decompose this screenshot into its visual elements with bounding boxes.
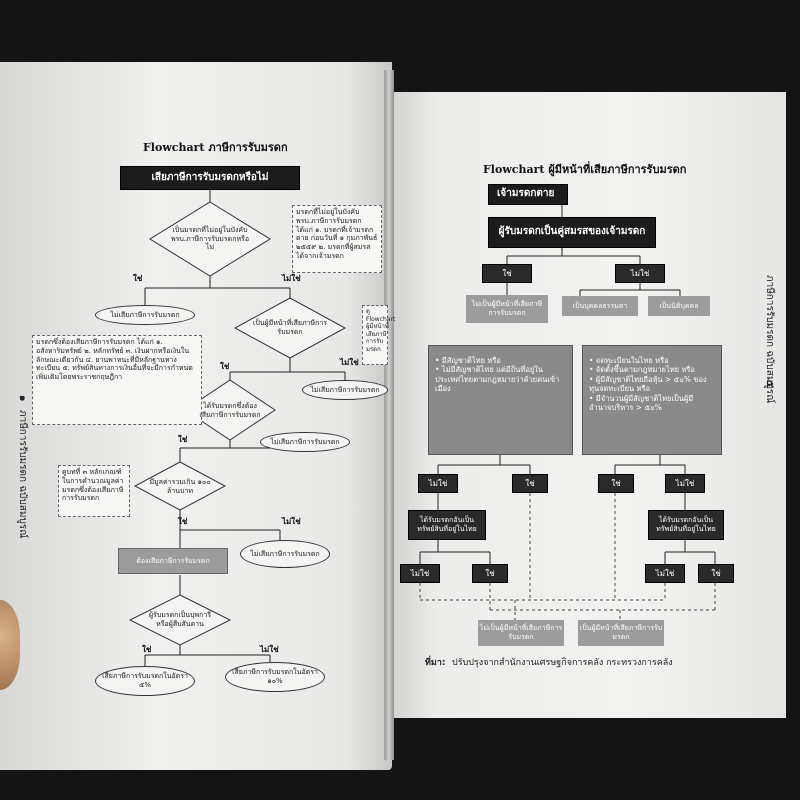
left-note4: ดูบทที่ ๓ หลักเกณฑ์ในการคำนวณมูลค่ามรดกซ…	[58, 465, 130, 517]
left-note2: ดู Flowchart ผู้มีหน้าที่เสียภาษีการรับม…	[362, 305, 395, 365]
left-yes-3: ใช่	[178, 435, 188, 444]
right-no-1: ไม่ใช่	[615, 264, 665, 283]
left-result5b: เสียภาษีการรับมรดกในอัตรา ๑๐%	[225, 662, 325, 692]
right-end1: ไม่เป็นผู้มีหน้าที่เสียภาษีการรับมรดก	[478, 620, 564, 646]
right-no-2: ไม่ใช่	[418, 474, 458, 493]
right-m2: ได้รับมรดกอันเป็นทรัพย์สินที่อยู่ในไทย	[648, 510, 724, 540]
right-page-number: ๕	[764, 380, 775, 388]
right-source-text: ปรับปรุงจากสำนักงานเศรษฐกิจการคลัง กระทร…	[452, 658, 673, 668]
left-q2: เป็นผู้มีหน้าที่เสียภาษีการรับมรดก	[252, 319, 328, 336]
right-m1: ได้รับมรดกอันเป็นทรัพย์สินที่อยู่ในไทย	[408, 510, 486, 540]
left-no-4: ไม่ใช่	[282, 517, 301, 526]
left-note1: มรดกที่ไม่อยู่ในบังคับพรบ.ภาษีการรับมรดก…	[292, 205, 382, 273]
right-big2: • จดทะเบียนในไทย หรือ • จัดตั้งขึ้นตามกฎ…	[582, 345, 722, 455]
left-no-2: ไม่ใช่	[340, 358, 359, 367]
right-big1: • มีสัญชาติไทย หรือ • ไม่มีสัญชาติไทย แต…	[428, 345, 573, 455]
left-result3: ไม่เสียภาษีการรับมรดก	[260, 432, 350, 452]
right-no-3: ไม่ใช่	[665, 474, 705, 493]
left-result5a: เสียภาษีการรับมรดกในอัตรา ๕%	[95, 666, 195, 696]
left-result1: ไม่เสียภาษีการรับมรดก	[95, 305, 195, 325]
left-result2: ไม่เสียภาษีการรับมรดก	[302, 380, 388, 400]
right-spine-text: ภาษีการรับมรดก ฉบับสมบูรณ์	[764, 275, 775, 404]
right-yes-1: ใช่	[482, 264, 532, 283]
left-yes-2: ใช่	[220, 362, 230, 371]
right-page-title: Flowchart ผู้มีหน้าที่เสียภาษีการรับมรดก	[483, 163, 687, 176]
right-g3: เป็นนิติบุคคล	[648, 296, 710, 316]
left-no-1: ไม่ใช่	[282, 274, 301, 283]
left-q5: ผู้รับมรดกเป็นบุพการีหรือผู้สืบสันดาน	[148, 611, 212, 628]
right-end2: เป็นผู้มีหน้าที่เสียภาษีการรับมรดก	[578, 620, 664, 646]
left-page-title: Flowchart ภาษีการรับมรดก	[143, 141, 288, 154]
left-spine-text: ภาษีการรับมรดก ฉบับสมบูรณ์	[17, 410, 28, 539]
right-yes-3: ใช่	[598, 474, 634, 493]
right-yes-4: ใช่	[472, 564, 508, 583]
right-g2: เป็นบุคคลธรรมดา	[562, 296, 638, 316]
left-result4: ไม่เสียภาษีการรับมรดก	[240, 540, 330, 568]
right-source-label: ที่มา:	[425, 658, 446, 668]
book-gutter	[384, 70, 394, 760]
left-page-number: ๑	[17, 395, 28, 402]
right-yes-2: ใช่	[512, 474, 548, 493]
thumb	[0, 600, 20, 690]
right-no-5: ไม่ใช่	[645, 564, 685, 583]
right-no-4: ไม่ใช่	[400, 564, 440, 583]
left-note3: มรดกซึ่งต้องเสียภาษีการรับมรดก ได้แก่ ๑.…	[32, 335, 202, 425]
left-yes-1: ใช่	[133, 274, 143, 283]
left-yes-4: ใช่	[178, 517, 188, 526]
left-q4: มีมูลค่ารวมเกิน ๑๐๐ ล้านบาท	[149, 478, 211, 495]
right-b1: เจ้ามรดกตาย	[488, 184, 568, 205]
right-g1: ไม่เป็นผู้มีหน้าที่เสียภาษีการรับมรดก	[466, 295, 548, 323]
left-yes-5: ใช่	[142, 645, 152, 654]
right-b2: ผู้รับมรดกเป็นคู่สมรสของเจ้ามรดก	[488, 217, 656, 248]
left-start-box: เสียภาษีการรับมรดกหรือไม่	[120, 166, 300, 190]
left-q1: เป็นมรดกที่ไม่อยู่ในบังคับพรบ.ภาษีการรับ…	[170, 225, 250, 252]
left-no-5: ไม่ใช่	[260, 645, 279, 654]
left-q3: ได้รับมรดกซึ่งต้องเสียภาษีการรับมรดก	[199, 402, 261, 419]
left-must-pay-box: ต้องเสียภาษีการรับมรดก	[118, 548, 228, 574]
right-yes-5: ใช่	[698, 564, 734, 583]
